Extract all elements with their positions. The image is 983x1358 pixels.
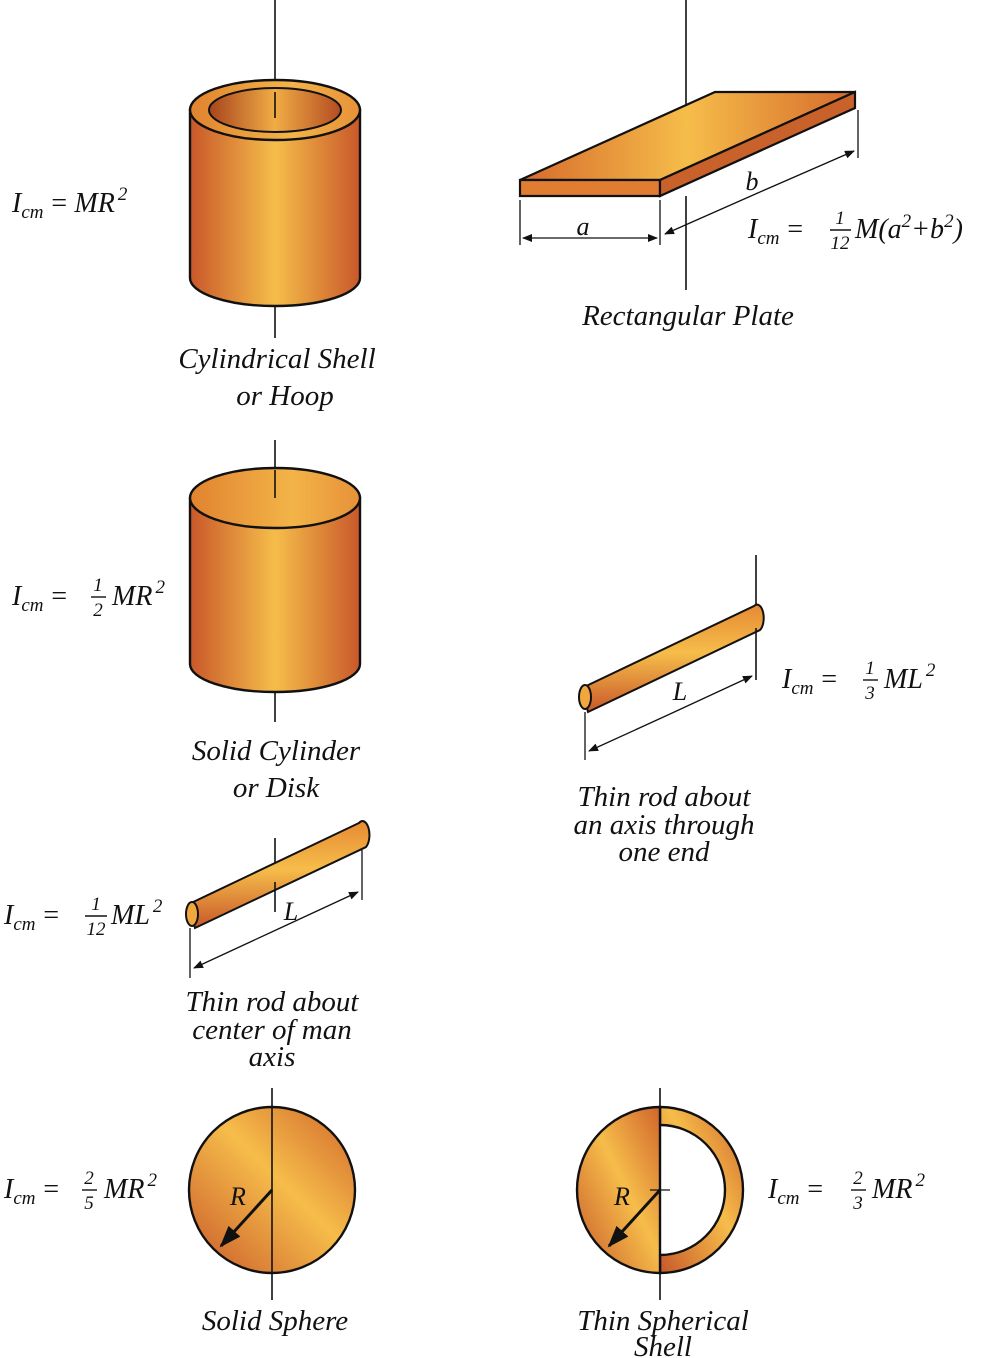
svg-text:MR2: MR2 bbox=[103, 1170, 157, 1205]
rod-center-cap bbox=[185, 901, 199, 927]
shell-body bbox=[188, 108, 362, 308]
cylinder-body bbox=[188, 496, 362, 694]
svg-text:Icm=: Icm= bbox=[11, 581, 68, 616]
dim-b-arrow-front bbox=[664, 191, 761, 235]
svg-text:ML2: ML2 bbox=[110, 896, 163, 931]
svg-text:1: 1 bbox=[835, 208, 845, 229]
shell-sphere-cutaway bbox=[575, 1105, 662, 1275]
shell-caption-line1: Cylindrical Shell bbox=[178, 343, 375, 375]
shell-caption-line2: or Hoop bbox=[236, 380, 333, 412]
shell-sphere-radius-arrow bbox=[607, 1188, 662, 1248]
svg-text:Icm=MR2: Icm=MR2 bbox=[11, 184, 128, 223]
svg-text:MR2: MR2 bbox=[111, 577, 165, 612]
solid-sphere-figure: R bbox=[187, 1088, 357, 1300]
spherical-shell-figure: R bbox=[575, 1088, 745, 1300]
rectangular-plate-figure: a b bbox=[518, 0, 859, 290]
rod-end-dim-arrow-left bbox=[588, 713, 671, 752]
svg-text:12: 12 bbox=[831, 233, 851, 254]
svg-text:Icm=: Icm= bbox=[747, 214, 804, 249]
svg-text:Icm=: Icm= bbox=[781, 664, 838, 699]
plate-front-face bbox=[518, 178, 662, 198]
cylinder-caption-line1: Solid Cylinder bbox=[192, 735, 361, 767]
svg-text:5: 5 bbox=[84, 1193, 94, 1214]
svg-text:M(a2+b2): M(a2+b2) bbox=[854, 211, 963, 245]
svg-text:1: 1 bbox=[93, 575, 103, 596]
rod-end-caption-line3: one end bbox=[619, 836, 710, 868]
plate-formula: Icm= 1 12 M(a2+b2) bbox=[747, 208, 963, 254]
cylindrical-shell-figure bbox=[188, 0, 362, 338]
svg-text:ML2: ML2 bbox=[883, 660, 936, 695]
svg-text:2: 2 bbox=[853, 1168, 863, 1189]
rod-center-caption-line3: axis bbox=[249, 1041, 296, 1073]
dim-a-label: a bbox=[577, 212, 590, 241]
svg-text:1: 1 bbox=[91, 894, 101, 915]
shell-sphere-caption-line2: Shell bbox=[634, 1331, 692, 1358]
rod-end-length-label: L bbox=[672, 677, 687, 706]
sphere-radius-label: R bbox=[229, 1182, 246, 1211]
svg-text:Icm=: Icm= bbox=[3, 900, 60, 935]
dim-b-label: b bbox=[746, 167, 759, 196]
rod-center-caption-line2: center of man bbox=[192, 1014, 351, 1046]
svg-text:2: 2 bbox=[93, 600, 103, 621]
dim-b-arrow-back bbox=[759, 150, 855, 193]
solid-cylinder-figure bbox=[188, 440, 362, 722]
svg-text:Icm=: Icm= bbox=[767, 1174, 824, 1209]
rod-end-figure: L bbox=[578, 555, 765, 760]
shell-sphere-radius-label: R bbox=[613, 1182, 630, 1211]
rod-center-dim-arrow-right bbox=[275, 891, 359, 931]
rod-end-caption-line1: Thin rod about bbox=[578, 781, 752, 813]
rod-center-caption-line1: Thin rod about bbox=[186, 986, 360, 1018]
svg-text:3: 3 bbox=[864, 683, 875, 704]
rod-center-dim-arrow-left bbox=[193, 929, 277, 969]
svg-text:12: 12 bbox=[87, 919, 107, 940]
rod-center-body bbox=[187, 820, 371, 930]
rod-end-body bbox=[580, 603, 765, 714]
svg-text:1: 1 bbox=[865, 658, 875, 679]
rod-end-caption-line2: an axis through bbox=[574, 809, 755, 841]
rod-center-figure: L bbox=[185, 820, 371, 978]
svg-text:MR2: MR2 bbox=[871, 1170, 925, 1205]
svg-text:2: 2 bbox=[84, 1168, 94, 1189]
sphere-caption: Solid Sphere bbox=[202, 1305, 348, 1337]
rod-end-cap bbox=[578, 684, 592, 710]
plate-caption: Rectangular Plate bbox=[581, 300, 794, 332]
rod-end-dim-arrow-right bbox=[669, 675, 753, 715]
cylinder-caption-line2: or Disk bbox=[233, 772, 320, 804]
sphere-radius-arrow bbox=[219, 1188, 274, 1248]
svg-text:Icm=: Icm= bbox=[3, 1174, 60, 1209]
shell-sphere-rim bbox=[658, 1105, 745, 1275]
plate-side-face bbox=[658, 90, 857, 198]
shell-sphere-caption-line1: Thin Spherical bbox=[577, 1305, 749, 1337]
svg-text:3: 3 bbox=[852, 1193, 863, 1214]
rod-center-length-label: L bbox=[283, 897, 298, 926]
